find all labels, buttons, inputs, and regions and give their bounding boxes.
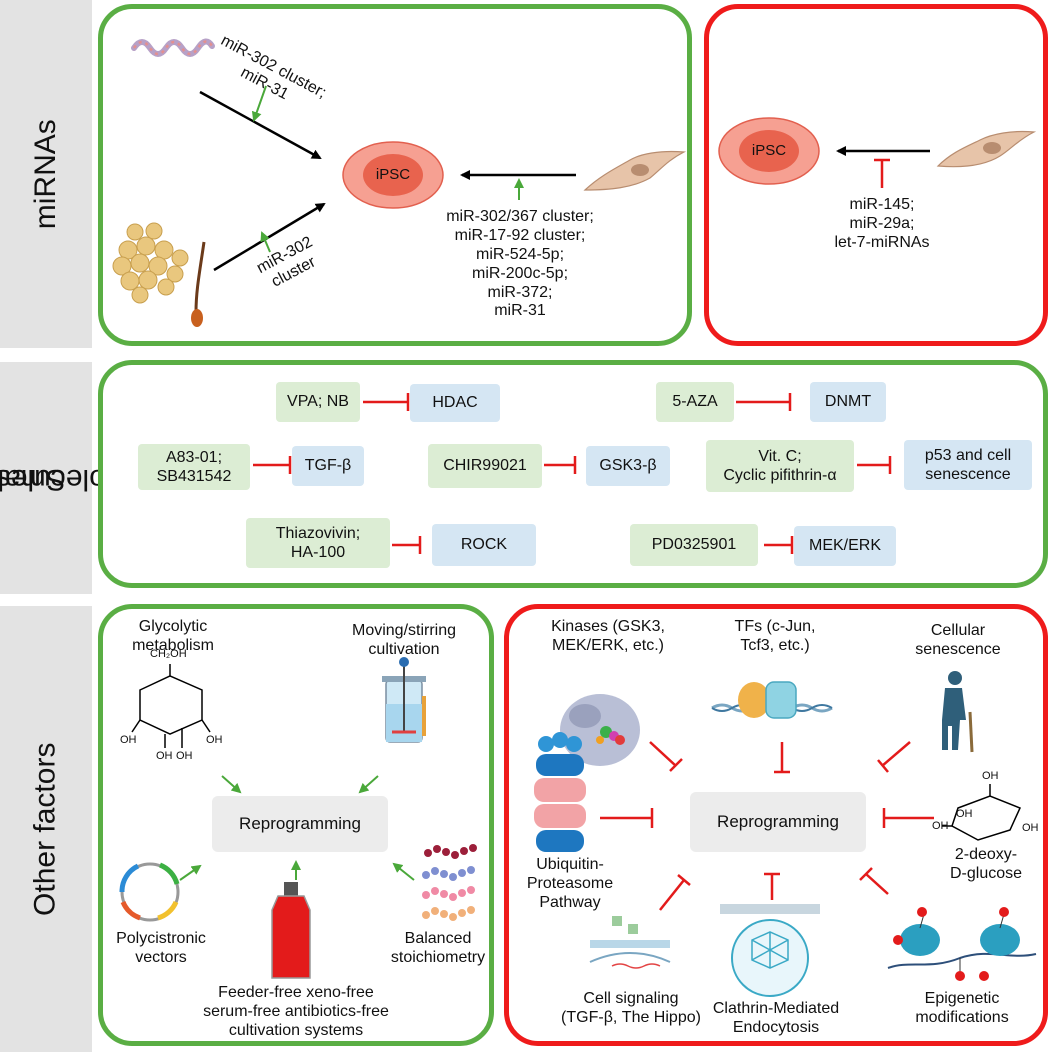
target-rock: ROCK — [432, 524, 536, 566]
deoxyglucose-oh-label-1: OH — [982, 770, 999, 782]
label-cell-signaling: Cell signaling(TGF-β, The Hippo) — [561, 990, 701, 1026]
target-tgf-beta: TGF-β — [292, 446, 364, 486]
mirna-inhibit-list: miR-145; miR-29a; let-7-miRNAs — [834, 196, 930, 251]
deoxyglucose-oh-label-4: OH — [1022, 822, 1039, 834]
molecule-vitc-pifithrin: Vit. C;Cyclic pifithrin-α — [706, 440, 854, 492]
molecule-5-aza: 5-AZA — [656, 382, 734, 422]
glucose-oh-label-3: OH — [176, 750, 193, 762]
glucose-ch2oh-label: CH₂OH — [150, 648, 187, 660]
side-bar-small-molecules — [0, 362, 92, 594]
molecule-a83-sb431542: A83-01;SB431542 — [138, 444, 250, 490]
reprogramming-node-inhibit: Reprogramming — [690, 792, 866, 852]
target-gsk3-beta: GSK3-β — [586, 446, 670, 486]
glucose-oh-label-4: OH — [206, 734, 223, 746]
panel-mirna-inhibit — [704, 4, 1048, 346]
molecule-pd0325901: PD0325901 — [630, 524, 758, 566]
target-hdac: HDAC — [410, 384, 500, 422]
side-label-mirnas: miRNAs — [28, 119, 62, 229]
glucose-oh-label-2: OH — [156, 750, 173, 762]
glucose-oh-label-1: OH — [120, 734, 137, 746]
deoxyglucose-oh-label-3: OH — [932, 820, 949, 832]
molecule-thiazovivin-ha100: Thiazovivin;HA-100 — [246, 518, 390, 568]
ipsc-label-inhibit: iPSC — [751, 142, 787, 159]
label-2-deoxy-d-glucose: 2-deoxy-D-glucose — [949, 846, 1023, 882]
target-dnmt: DNMT — [810, 382, 886, 422]
side-bar-mirnas — [0, 0, 92, 348]
target-mek-erk: MEK/ERK — [794, 526, 896, 566]
label-kinases: Kinases (GSK3,MEK/ERK, etc.) — [551, 618, 665, 654]
molecule-vpa-nb: VPA; NB — [276, 382, 360, 422]
label-tfs: TFs (c-Jun,Tcf3, etc.) — [734, 618, 816, 654]
deoxyglucose-oh-label-2: OH — [956, 808, 973, 820]
side-label-small-molecules: Smallmolecules — [0, 462, 131, 496]
side-label-other-factors: Other factors — [28, 742, 62, 916]
mirna-promote-list: miR-302/367 cluster; miR-17-92 cluster; … — [446, 208, 594, 320]
side-bar-other-factors — [0, 606, 92, 1052]
ipsc-label: iPSC — [375, 166, 411, 183]
molecule-chir99021: CHIR99021 — [428, 444, 542, 488]
reprogramming-node-promote: Reprogramming — [212, 796, 388, 852]
